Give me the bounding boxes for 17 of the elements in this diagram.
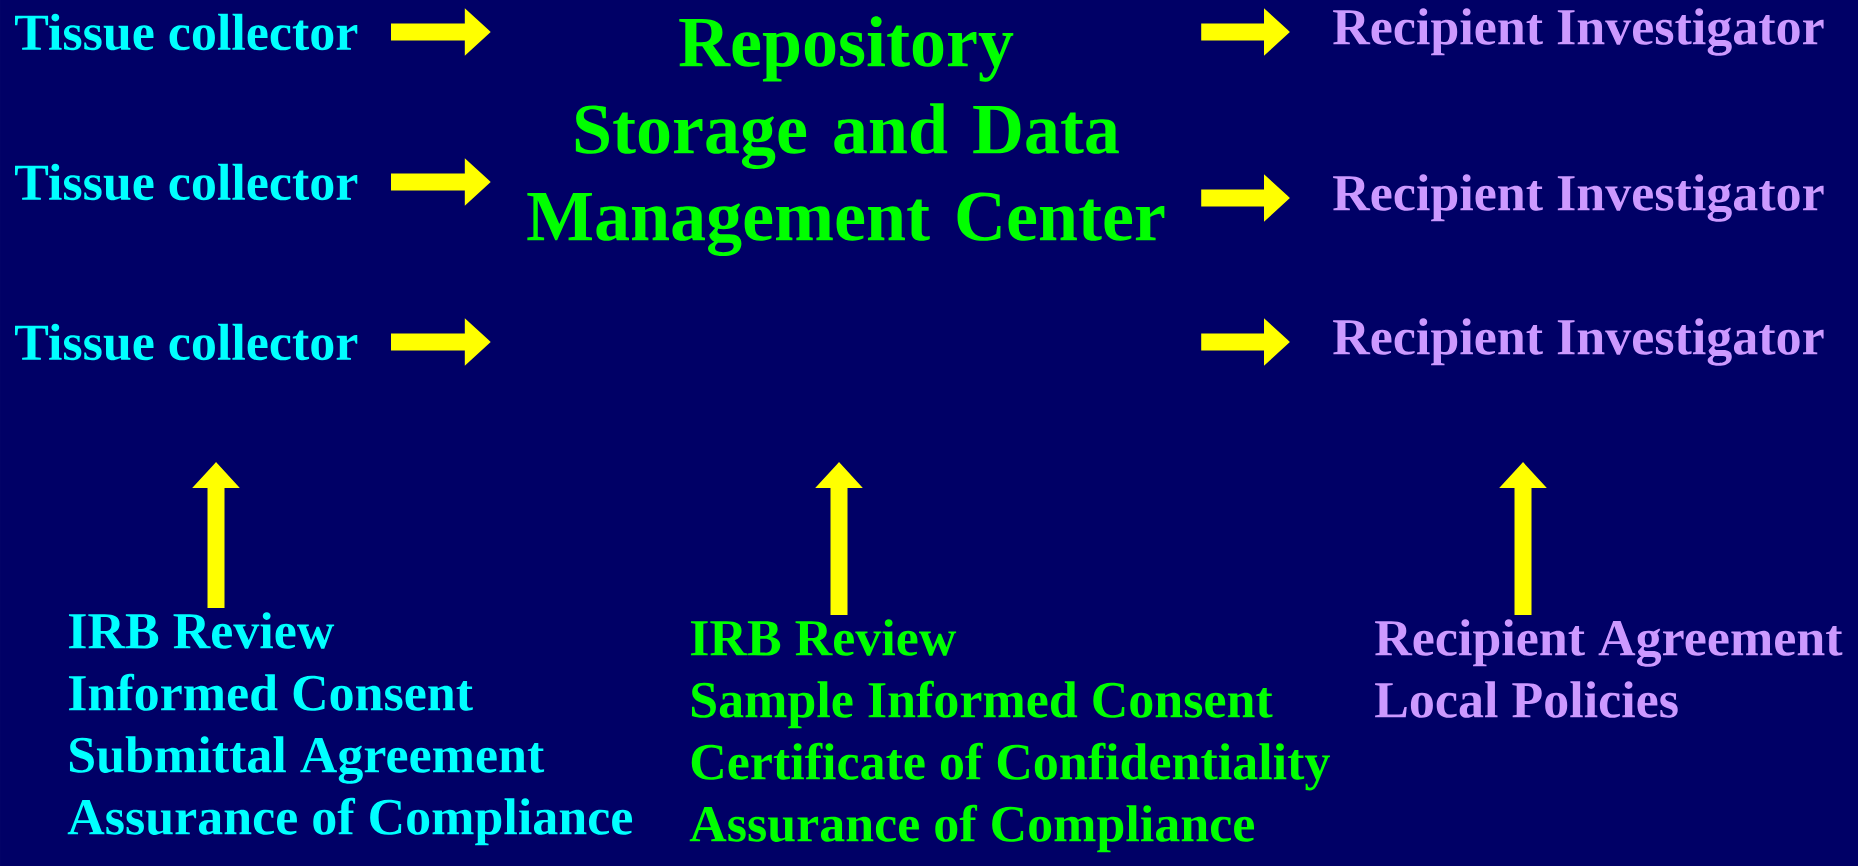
label-text: Tissue collector bbox=[15, 323, 358, 361]
label-text: Recipient Investigator bbox=[1333, 8, 1824, 56]
label-text: Tissue collector bbox=[15, 163, 358, 201]
list-item: Assurance of Compliance bbox=[67, 797, 633, 846]
label-text: Recipient Investigator bbox=[1333, 318, 1824, 366]
list-item: Certificate of Confidentiality bbox=[691, 742, 1330, 791]
list-item: IRB Review bbox=[690, 619, 957, 656]
list-item: Informed Consent bbox=[68, 673, 473, 711]
title-text: Repository Storage and Data Management Center bbox=[527, 16, 1165, 257]
list-item: Submittal Agreement bbox=[69, 736, 545, 784]
label-text: Tissue collector bbox=[15, 13, 358, 51]
label-text: Recipient Investigator bbox=[1333, 174, 1824, 222]
list-item: Assurance of Compliance bbox=[689, 804, 1255, 853]
list-item: Recipient Agreement bbox=[1375, 619, 1843, 667]
list-item: Sample Informed Consent bbox=[691, 680, 1273, 729]
list-item: Local Policies bbox=[1375, 681, 1678, 718]
list-item: IRB Review bbox=[68, 612, 335, 649]
